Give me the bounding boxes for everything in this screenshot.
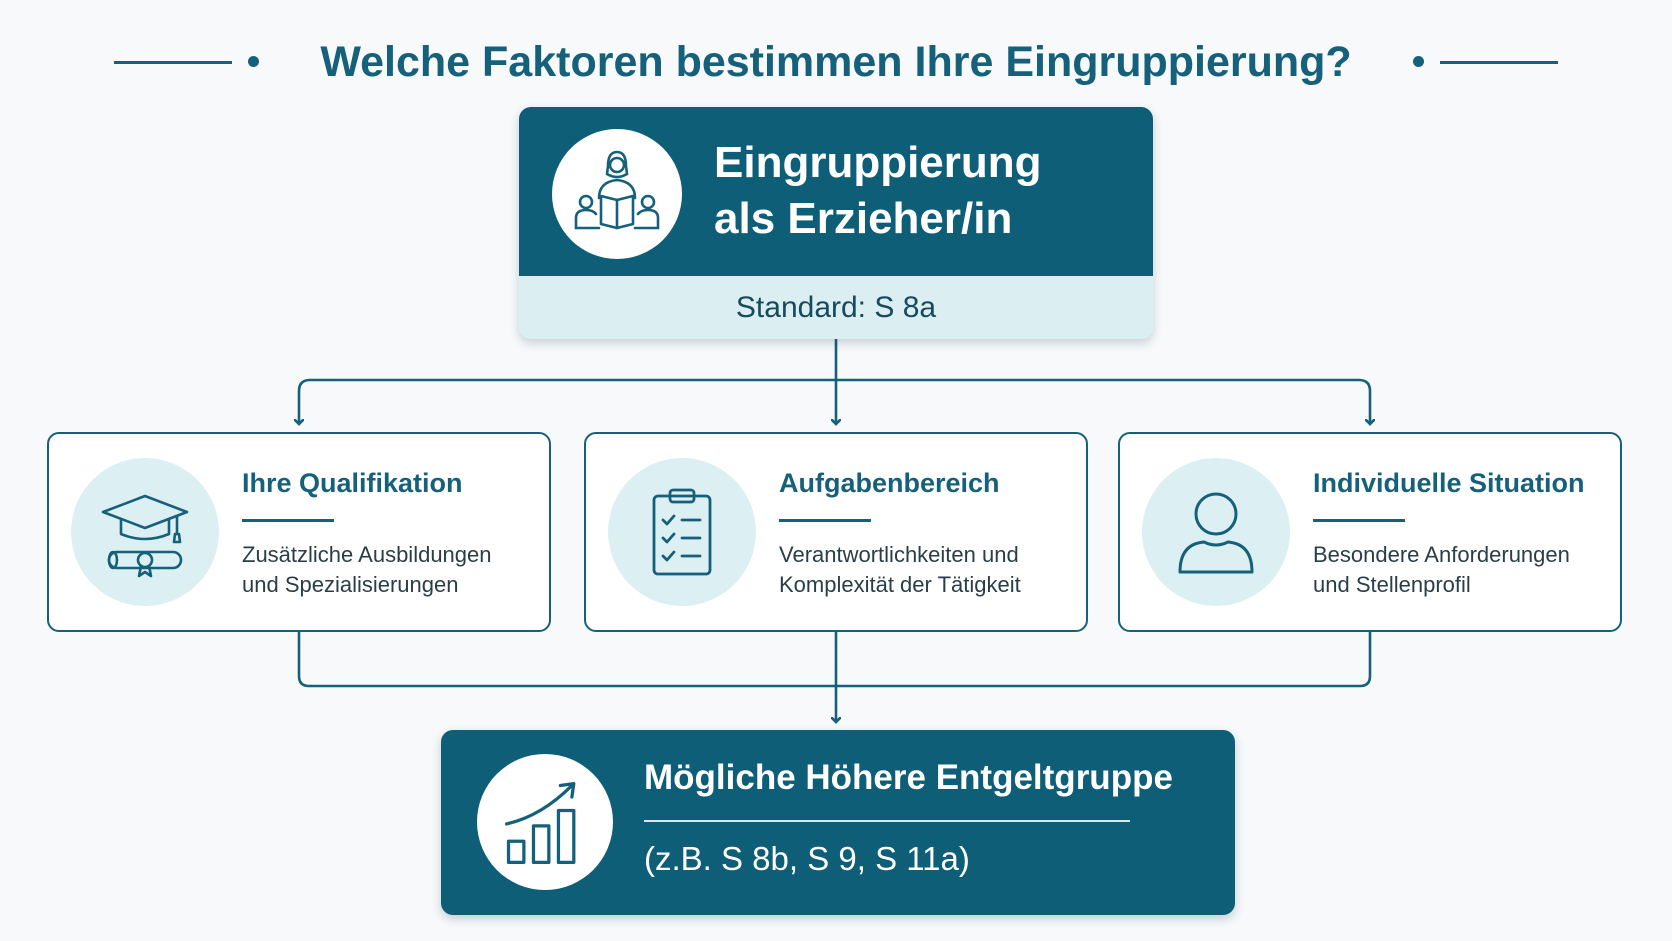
result-title: Mögliche Höhere Entgeltgruppe [644, 758, 1173, 797]
main-card-title: Eingruppierung als Erzieher/in [714, 135, 1134, 247]
person-icon [1142, 458, 1290, 606]
main-card-header: Eingruppierung als Erzieher/in [519, 107, 1153, 276]
factor-title-qualification: Ihre Qualifikation [242, 468, 463, 498]
factor-title-individual: Individuelle Situation [1313, 468, 1585, 498]
factor-desc-line2: und Spezialisierungen [242, 572, 459, 597]
checklist-clipboard-icon [608, 458, 756, 606]
factor-description-individual: Besondere Anforderungen und Stellenprofi… [1313, 540, 1613, 600]
connector-left-collect [297, 632, 836, 688]
title-right-line [1440, 61, 1558, 64]
connector-right-collect [836, 632, 1372, 688]
growth-bar-chart-icon [477, 754, 613, 890]
factor-card-qualification: Ihre Qualifikation Zusätzliche Ausbildun… [47, 432, 551, 632]
factor-card-tasks: Aufgabenbereich Verantwortlichkeiten und… [584, 432, 1088, 632]
factor-description-tasks: Verantwortlichkeiten und Komplexität der… [779, 540, 1079, 600]
educator-reading-with-children-icon [552, 129, 682, 259]
result-card: Mögliche Höhere Entgeltgruppe (z.B. S 8b… [441, 730, 1235, 915]
main-card-title-line1: Eingruppierung [714, 138, 1042, 187]
factor-desc-line2: Komplexität der Tätigkeit [779, 572, 1021, 597]
factor-divider [779, 519, 871, 522]
page-title: Welche Faktoren bestimmen Ihre Eingruppi… [320, 38, 1352, 86]
title-row: Welche Faktoren bestimmen Ihre Eingruppi… [0, 30, 1672, 94]
factor-desc-line1: Besondere Anforderungen [1313, 542, 1570, 567]
main-classification-card: Eingruppierung als Erzieher/in Standard:… [519, 107, 1153, 339]
factor-divider [242, 519, 334, 522]
title-left-dot [248, 56, 259, 67]
connector-right-branch [836, 378, 1370, 424]
factor-title-tasks: Aufgabenbereich [779, 468, 1000, 498]
result-divider [644, 820, 1130, 822]
factor-card-individual: Individuelle Situation Besondere Anforde… [1118, 432, 1622, 632]
factor-divider [1313, 519, 1405, 522]
factor-desc-line1: Zusätzliche Ausbildungen [242, 542, 492, 567]
graduation-cap-diploma-icon [71, 458, 219, 606]
factor-desc-line1: Verantwortlichkeiten und [779, 542, 1019, 567]
title-right-dot [1413, 56, 1424, 67]
result-examples: (z.B. S 8b, S 9, S 11a) [644, 840, 970, 877]
title-left-line [114, 61, 232, 64]
standard-label: Standard: S 8a [519, 276, 1153, 339]
factor-description-qualification: Zusätzliche Ausbildungen und Spezialisie… [242, 540, 542, 600]
factor-desc-line2: und Stellenprofil [1313, 572, 1471, 597]
connector-left-branch [299, 378, 836, 424]
main-card-title-line2: als Erzieher/in [714, 194, 1013, 243]
